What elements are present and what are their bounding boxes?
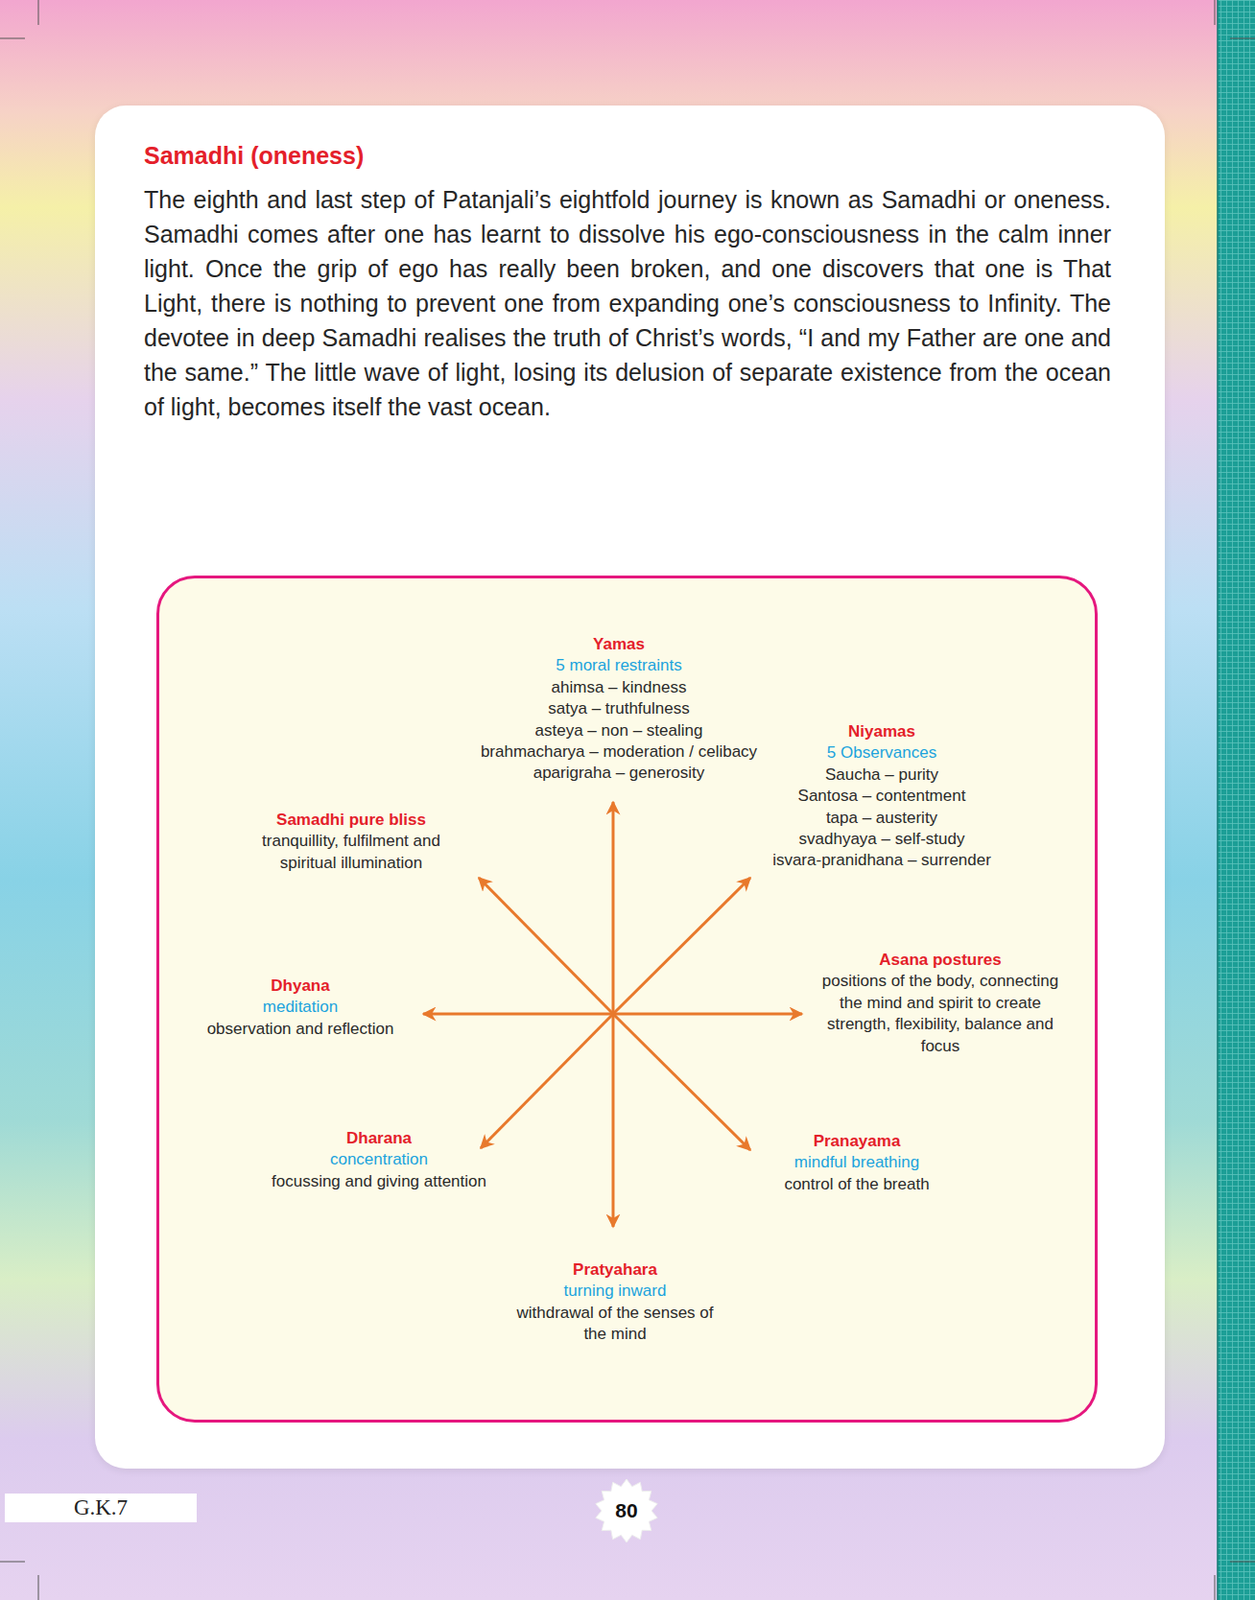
book-code: G.K.7 [4,1493,197,1523]
limb-name: Pratyahara [509,1259,721,1281]
body-paragraph: The eighth and last step of Patanjali’s … [143,182,1112,425]
limb-name: Dharana [253,1128,505,1150]
page-number: 80 [593,1478,660,1544]
content-card: Yamas5 moral restraintsahimsa – kindness… [94,105,1165,1469]
limb-detail: focussing and giving attention [253,1171,505,1193]
limb-detail: ahimsa – kindness [455,677,782,699]
limb-detail: brahmacharya – moderation / celibacy [455,741,782,763]
limb-group: Asana posturespositions of the body, con… [814,949,1066,1058]
limb-group: Samadhi pure blisstranquillity, fulfilme… [250,809,452,875]
limb-group: Dhyanameditationobservation and reflecti… [175,975,426,1041]
limb-detail: withdrawal of the senses of the mind [509,1302,721,1347]
limb-detail: isvara-pranidhana – surrender [737,850,1026,872]
limb-group: Pranayamamindful breathingcontrol of the… [741,1131,972,1196]
grid-strip [1217,0,1255,1600]
limb-meaning: 5 Observances [737,742,1026,764]
page-number-burst: 80 [593,1478,660,1544]
limb-name: Dhyana [175,975,426,997]
limb-meaning: 5 moral restraints [455,655,782,677]
limb-detail: tranquillity, fulfilment and spiritual i… [250,830,452,875]
limb-detail: Santosa – contentment [737,785,1026,807]
limb-detail: asteya – non – stealing [455,720,782,742]
limb-detail: aparigraha – generosity [455,762,782,784]
limb-detail: Saucha – purity [737,764,1026,786]
limb-name: Yamas [455,634,782,656]
limb-detail: satya – truthfulness [455,698,782,720]
limb-group: Dharanaconcentrationfocussing and giving… [253,1128,505,1193]
limb-detail: svadhyaya – self-study [737,828,1026,851]
limb-name: Pranayama [741,1131,972,1153]
limb-meaning: turning inward [509,1280,721,1303]
limb-meaning: meditation [175,996,426,1019]
book-code-box: G.K.7 [4,1493,197,1523]
limb-detail: control of the breath [741,1174,972,1196]
section-heading: Samadhi (oneness) [143,140,1112,171]
limb-detail: tapa – austerity [737,807,1026,829]
limb-name: Samadhi pure bliss [250,809,452,831]
limb-group: Pratyaharaturning inwardwithdrawal of th… [509,1259,721,1347]
limb-detail: observation and reflection [175,1018,426,1041]
limb-meaning: concentration [253,1149,505,1171]
limb-group: Niyamas5 ObservancesSaucha – puritySanto… [737,721,1026,873]
limb-name: Asana postures [814,949,1066,971]
limb-detail: positions of the body, connecting the mi… [814,970,1066,1058]
diagram-panel: Yamas5 moral restraintsahimsa – kindness… [156,575,1098,1423]
limb-meaning: mindful breathing [741,1152,972,1174]
limb-group: Yamas5 moral restraintsahimsa – kindness… [455,634,782,785]
limb-name: Niyamas [737,721,1026,743]
